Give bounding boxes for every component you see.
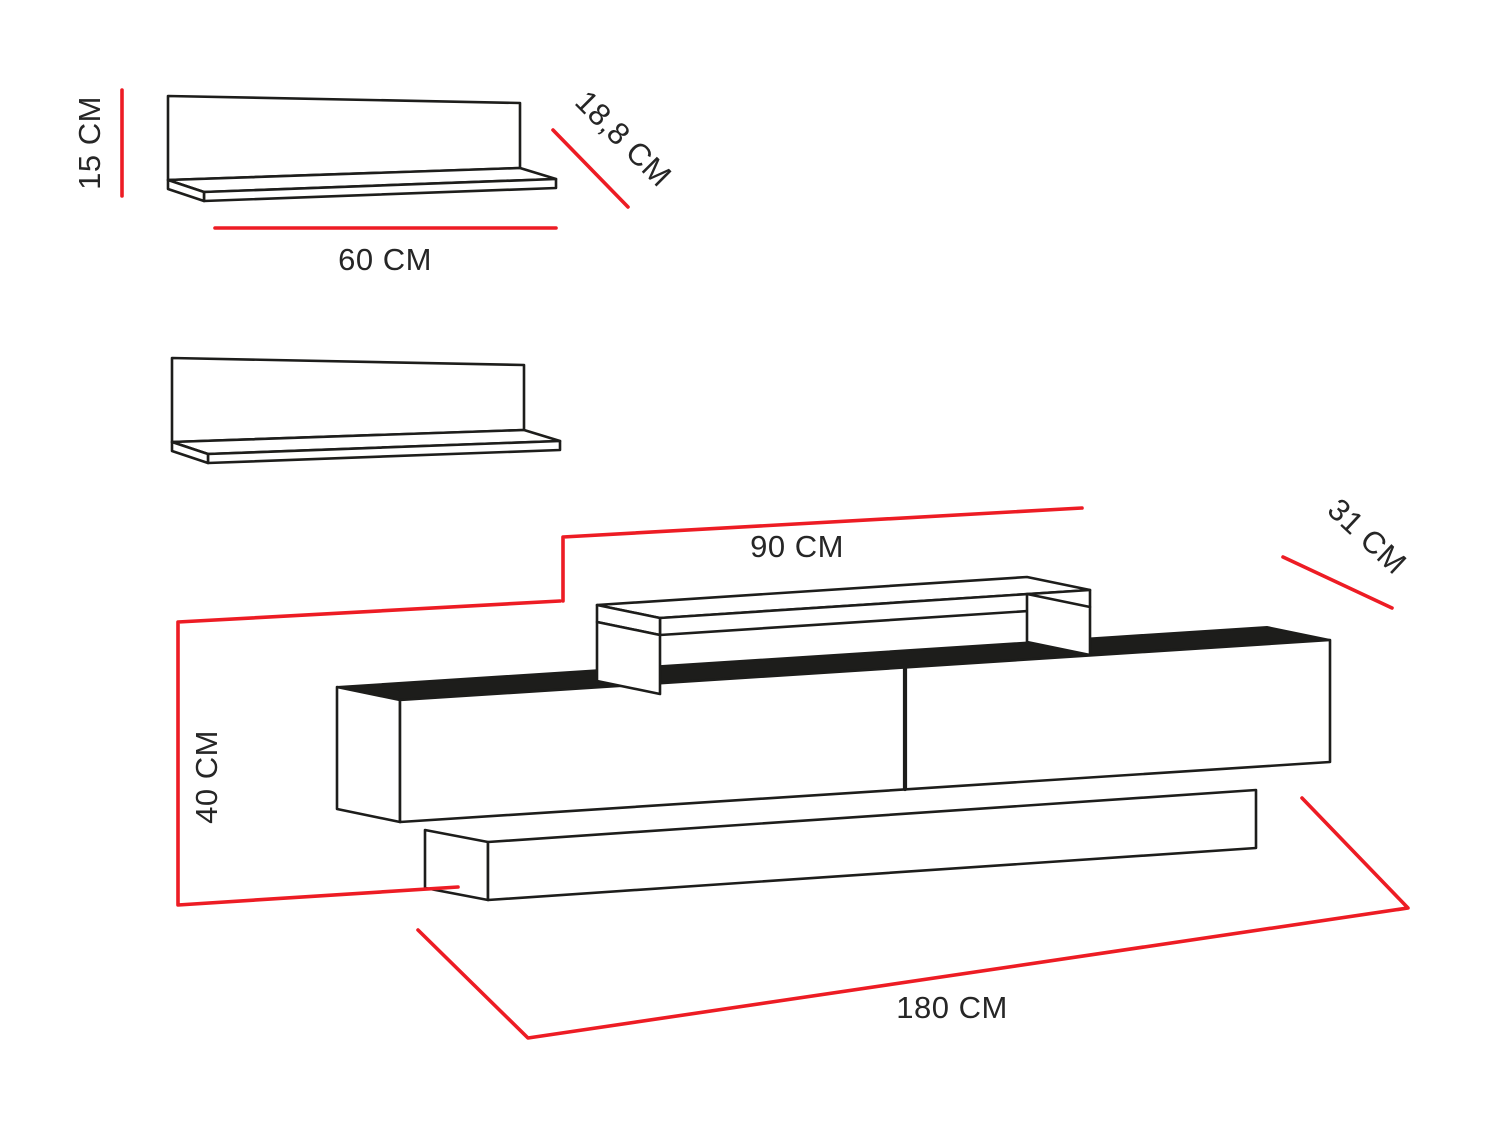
riser-left-support: [595, 620, 662, 696]
tv-stand-left-end: [335, 685, 402, 824]
label-shelf-width: 60 CM: [338, 242, 432, 277]
wall-shelf-top: [166, 94, 558, 203]
label-shelf-depth: 18,8 CM: [568, 84, 678, 194]
tv-stand-top-riser: [595, 575, 1092, 696]
label-riser-width: 90 CM: [750, 529, 844, 564]
dim-line-stand-height: [176, 599, 562, 907]
label-stand-height: 40 CM: [189, 730, 224, 824]
wall-shelf-top-drawing: [166, 94, 558, 203]
wall-shelf-bottom-drawing: [170, 356, 562, 465]
dim-line-riser-width: [561, 506, 1084, 603]
tv-stand: [335, 575, 1332, 902]
label-stand-depth: 31 CM: [1321, 492, 1413, 582]
tv-stand-plinth-front: [486, 788, 1258, 902]
dim-line-stand-depth: [1281, 555, 1394, 610]
dim-line-stand-width: [416, 796, 1410, 1040]
label-stand-width: 180 CM: [896, 990, 1008, 1025]
riser-right-support: [1025, 592, 1092, 657]
dimension-lines: [120, 88, 1410, 1040]
wall-shelf-bottom: [170, 356, 562, 465]
label-shelf-height: 15 CM: [72, 96, 107, 190]
dim-line-shelf-depth: [551, 128, 630, 209]
